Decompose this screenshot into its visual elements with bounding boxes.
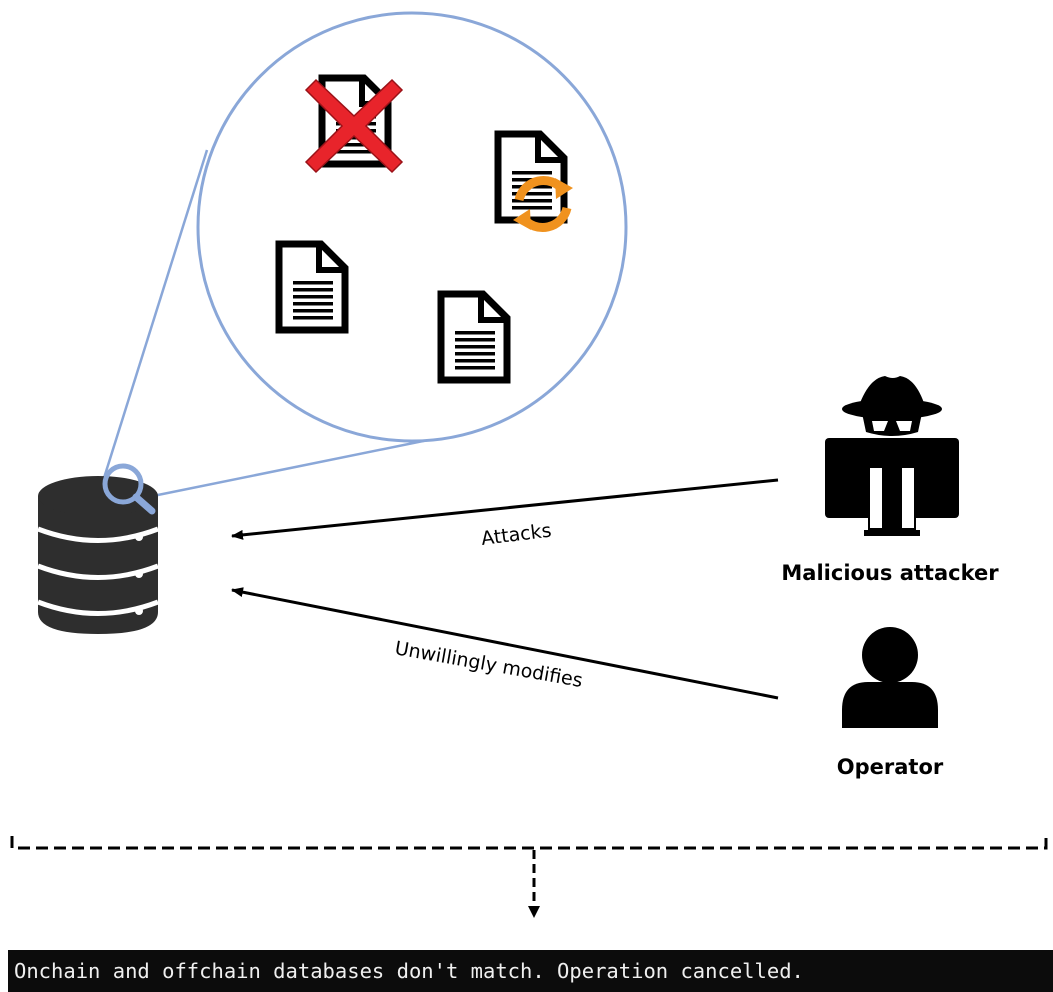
modified-document-icon xyxy=(498,134,573,232)
database-icon xyxy=(37,476,159,634)
document-icon xyxy=(279,244,345,330)
zoom-circle xyxy=(196,11,628,443)
terminal-message: Onchain and offchain databases don't mat… xyxy=(14,959,804,983)
down-arrowhead xyxy=(528,906,540,918)
zoom-line-bottom xyxy=(147,436,439,499)
zoom-line-top xyxy=(102,149,209,479)
magnifier-icon xyxy=(102,463,156,515)
attacker-label: Malicious attacker xyxy=(781,561,999,585)
spy-icon xyxy=(825,376,959,536)
deleted-document-icon xyxy=(304,78,404,174)
document-icon xyxy=(441,294,507,380)
person-icon xyxy=(842,627,938,728)
terminal-output: Onchain and offchain databases don't mat… xyxy=(8,950,1053,992)
refresh-icon xyxy=(513,176,573,232)
modifies-label: Unwillingly modifies xyxy=(393,637,584,692)
attacks-label: Attacks xyxy=(480,520,553,550)
zoom-callout xyxy=(102,11,628,499)
operator-label: Operator xyxy=(837,755,944,779)
dashed-divider xyxy=(10,836,1048,850)
attacks-arrow xyxy=(231,478,779,540)
modifies-arrow xyxy=(231,587,779,700)
